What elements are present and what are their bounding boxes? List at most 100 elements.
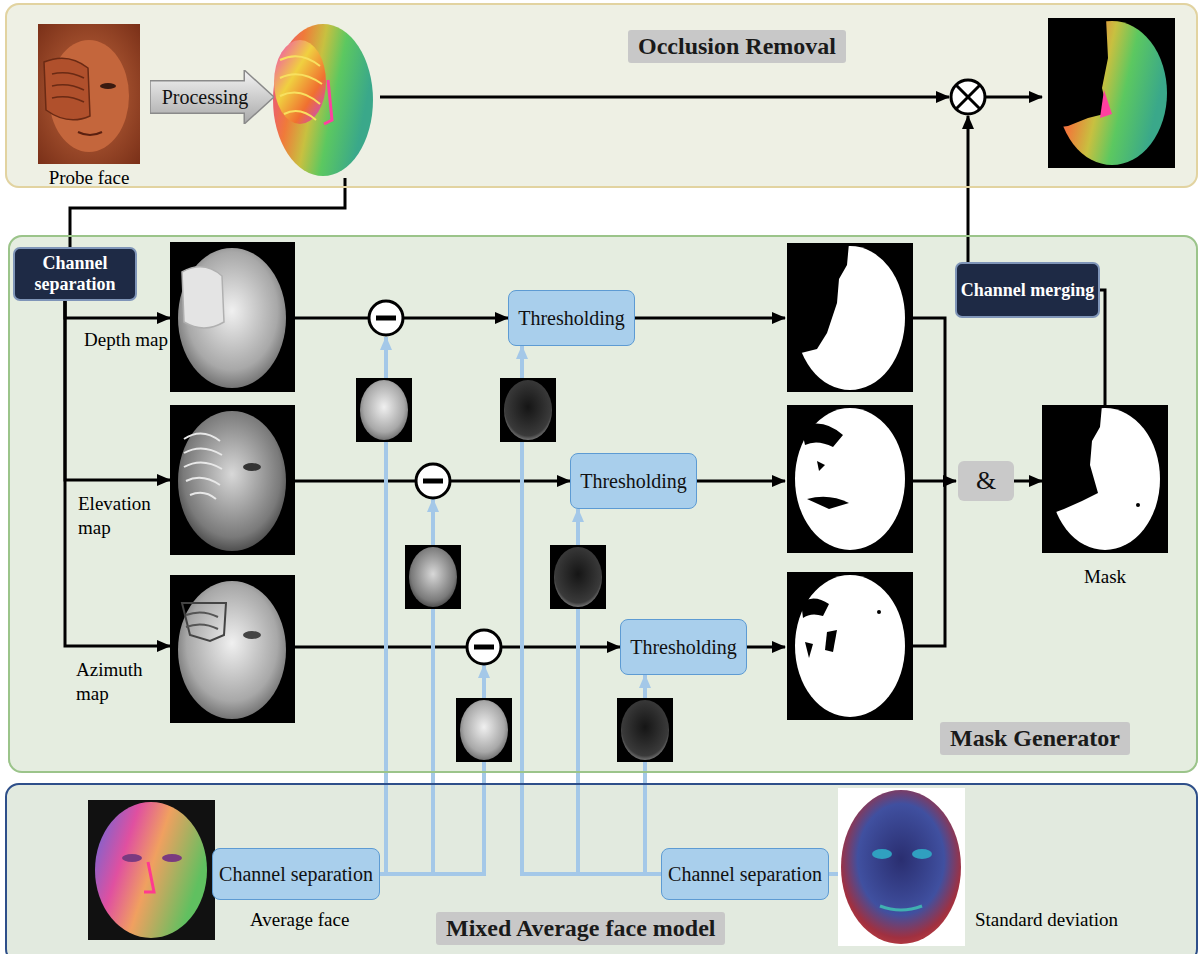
blue-wire [482,665,486,874]
image-caption: Depth map [84,328,168,352]
image-caption: Probe face [30,166,148,190]
image-node: Average face [88,800,215,940]
average-channel-thumb [409,547,457,607]
connector [1014,480,1042,483]
image-caption: Standard deviation [975,908,1185,932]
final-mask [1048,405,1102,515]
probe-face-photo [44,58,90,120]
band-title: Occlusion Removal [628,30,846,63]
deviation-face-image [880,906,922,910]
image-node: Elevation map [170,405,295,555]
subtract-symbol [467,630,501,664]
deviation-face-image [838,788,965,946]
deviation-channel-thumb [621,700,669,760]
azimuth-mask [805,642,813,658]
box-label: Thresholding [518,307,625,330]
band-title: Mixed Average face model [436,912,725,945]
process-box: Thresholding [620,619,747,675]
elevation-mask [807,497,849,509]
deviation-face-image [872,849,892,859]
image-node: Mask [1042,405,1168,553]
process-box: Channel separation [212,848,380,900]
connector [65,301,170,318]
deviation-channel-thumb [500,378,673,762]
elevation-map-image [170,405,295,555]
probe-face-photo [78,132,102,135]
depth-map-image [178,248,286,388]
probe-face-photo [52,73,84,102]
processed-face [273,24,373,176]
process-arrow: Processing [150,70,274,124]
multiply-symbol [951,80,985,114]
process-box: Thresholding [508,290,635,346]
connector [65,301,170,646]
band-ground [8,235,1198,773]
processed-face [280,56,322,120]
azimuth-mask [877,610,881,614]
wire [986,96,1042,99]
average-channel-thumb [460,700,508,760]
process-box: Channel separation [661,848,829,900]
operator-label: & [976,466,996,496]
deviation-channel-thumb [500,378,556,442]
average-channel-thumb [456,698,512,762]
operation-box: Channel merging [955,262,1100,318]
azimuth-map-image [178,581,286,719]
image-caption: Elevation map [78,492,168,540]
average-face-image [122,854,142,862]
azimuth-map-image [186,612,218,629]
region-band: Mixed Average face modelAverage faceChan… [5,783,1198,954]
region-band: Occlusion RemovalProbe faceProcessing [5,3,1198,188]
average-channel-thumb [356,378,512,762]
processed-face [324,80,332,124]
block-arrow [150,70,274,124]
average-face-image [88,800,215,940]
multiply-symbol [956,85,980,109]
box-label: Channel separation [15,253,135,294]
connector [1100,290,1105,405]
wire [913,480,956,483]
processed-face [274,40,326,124]
result-face [1048,18,1175,168]
wire [635,317,785,320]
elevation-map-image [243,463,261,471]
average-channel-thumb [360,380,408,440]
image-node: Azimuth map [170,575,295,723]
azimuth-map-image [170,575,295,723]
elevation-mask [787,405,913,553]
depth-mask [787,243,913,392]
azimuth-map-image [182,603,226,641]
wire [747,646,785,649]
operator-box: & [958,461,1014,501]
elevation-map-image [178,411,286,551]
operation-box: Channel separation [13,247,137,301]
image-node: Probe face [38,24,140,164]
average-face-image [88,800,215,940]
elevation-mask [801,423,843,447]
elevation-mask [795,408,905,550]
depth-map-image [170,242,295,392]
box-label: Channel merging [961,280,1095,301]
average-face-image [95,802,207,938]
elevation-map-image [184,433,222,499]
subtract-symbol [369,301,501,664]
average-channel-thumb [356,378,412,442]
azimuth-mask [787,572,913,720]
subtract-symbol [369,301,403,335]
azimuth-mask [787,572,913,720]
box-label: Thresholding [630,636,737,659]
azimuth-mask [825,630,837,652]
box-label: Channel separation [668,863,822,886]
final-mask [1042,405,1168,553]
depth-map-image [170,242,295,392]
subtract-symbol [376,316,396,321]
probe-face-photo [100,83,116,89]
multiply-symbol [956,85,980,109]
probe-face-photo [38,24,140,164]
final-mask [1042,405,1168,553]
image-caption: Average face [250,908,400,932]
azimuth-mask [795,575,905,717]
deviation-channel-thumb [504,380,552,440]
region-band: Mask GeneratorChannel separationDepth ma… [8,235,1198,773]
subtract-symbol [474,645,494,650]
